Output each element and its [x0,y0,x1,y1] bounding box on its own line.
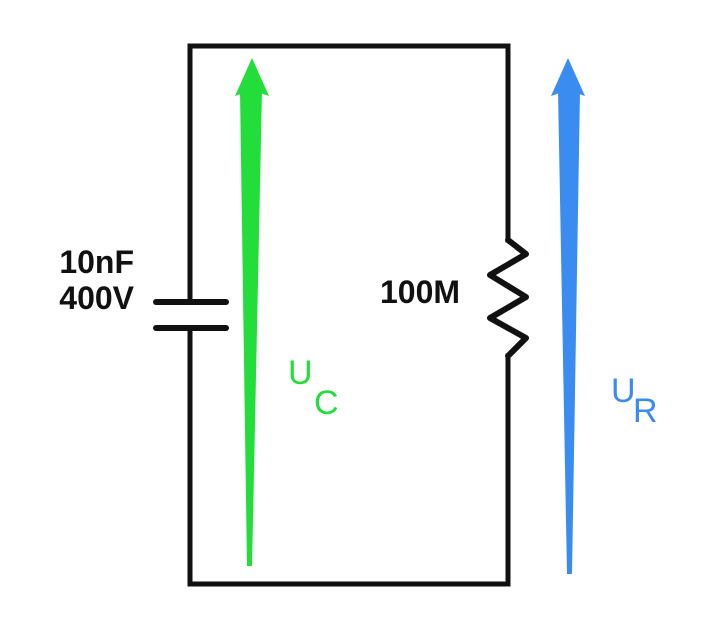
capacitor-voltage-symbol: U [288,354,313,392]
capacitor-arrow-head [235,58,269,96]
resistor-voltage-arrow [551,58,585,574]
resistor-arrow-head [551,58,585,96]
resistor-arrow-shaft [558,90,580,574]
capacitor-voltage-subscript: C [314,384,339,422]
capacitor-voltage-arrow [235,58,269,566]
capacitor-capacitance-label: 10nF [59,244,134,280]
capacitor-symbol [153,299,229,331]
wire-left-top [187,43,511,303]
resistor-symbol [487,237,529,359]
wire-left-bottom [187,327,511,587]
resistor-voltage-subscript: R [633,392,658,430]
capacitor-arrow-shaft [240,90,262,566]
capacitor-voltage-label: 400V [59,280,134,316]
resistor-value-label: 100M [380,274,461,310]
circuit-wires [187,43,511,587]
resistor-voltage-symbol: U [611,372,636,410]
